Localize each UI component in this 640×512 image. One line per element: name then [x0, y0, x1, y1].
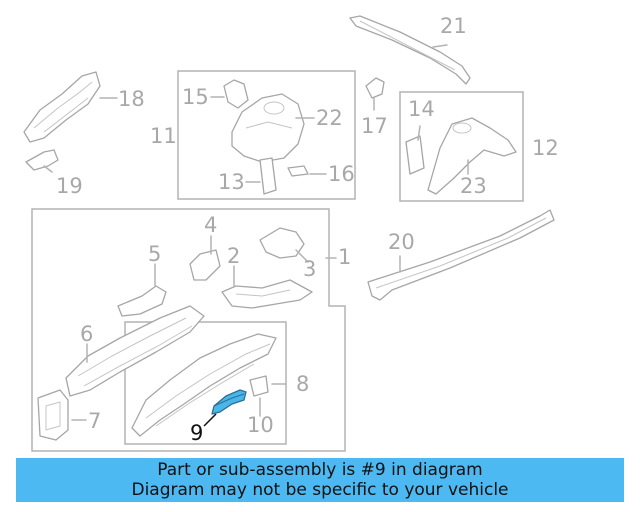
callout-5: 5 [148, 242, 161, 266]
part-22 [231, 93, 315, 163]
callout-12: 12 [532, 136, 559, 160]
part-9-highlighted [203, 389, 247, 427]
banner-line-2: Diagram may not be specific to your vehi… [131, 480, 509, 500]
group-box-8 [124, 321, 287, 445]
callout-13: 13 [218, 170, 245, 194]
part-18 [23, 71, 118, 143]
callout-14: 14 [408, 97, 435, 121]
group-box-1 [31, 208, 346, 452]
callout-11: 11 [150, 124, 177, 148]
banner-line-1: Part or sub-assembly is #9 in diagram [157, 460, 483, 480]
part-10 [249, 375, 269, 417]
callout-10: 10 [247, 413, 274, 437]
callout-16: 16 [328, 162, 355, 186]
group-box-11 [177, 70, 356, 200]
part-7 [37, 389, 87, 441]
part-2 [221, 265, 313, 309]
part-20 [367, 209, 555, 301]
callout-9: 9 [190, 421, 203, 445]
callout-6: 6 [80, 322, 93, 346]
part-14 [405, 125, 425, 175]
part-3 [259, 227, 309, 263]
group-box-12 [399, 91, 524, 202]
callout-23: 23 [460, 174, 487, 198]
callout-18: 18 [118, 87, 145, 111]
part-23 [427, 117, 517, 195]
callout-8: 8 [296, 372, 309, 396]
callout-15: 15 [182, 85, 209, 109]
part-19 [25, 149, 59, 173]
callout-19: 19 [56, 174, 83, 198]
part-5 [117, 263, 167, 317]
part-6 [65, 305, 205, 397]
part-16 [287, 165, 327, 177]
callout-1: 1 [338, 245, 351, 269]
part-13 [245, 157, 277, 195]
part-15 [210, 79, 249, 109]
callout-22: 22 [316, 106, 343, 130]
part-4 [189, 235, 221, 281]
info-banner: Part or sub-assembly is #9 in diagram Di… [16, 458, 624, 502]
part-8-frame [131, 333, 287, 437]
callout-20: 20 [388, 230, 415, 254]
callout-3: 3 [303, 257, 316, 281]
callout-4: 4 [204, 213, 217, 237]
part-17 [365, 77, 385, 111]
part-21 [349, 15, 471, 85]
callout-7: 7 [88, 409, 101, 433]
callout-21: 21 [440, 14, 467, 38]
callout-17: 17 [361, 114, 388, 138]
callout-2: 2 [227, 244, 240, 268]
